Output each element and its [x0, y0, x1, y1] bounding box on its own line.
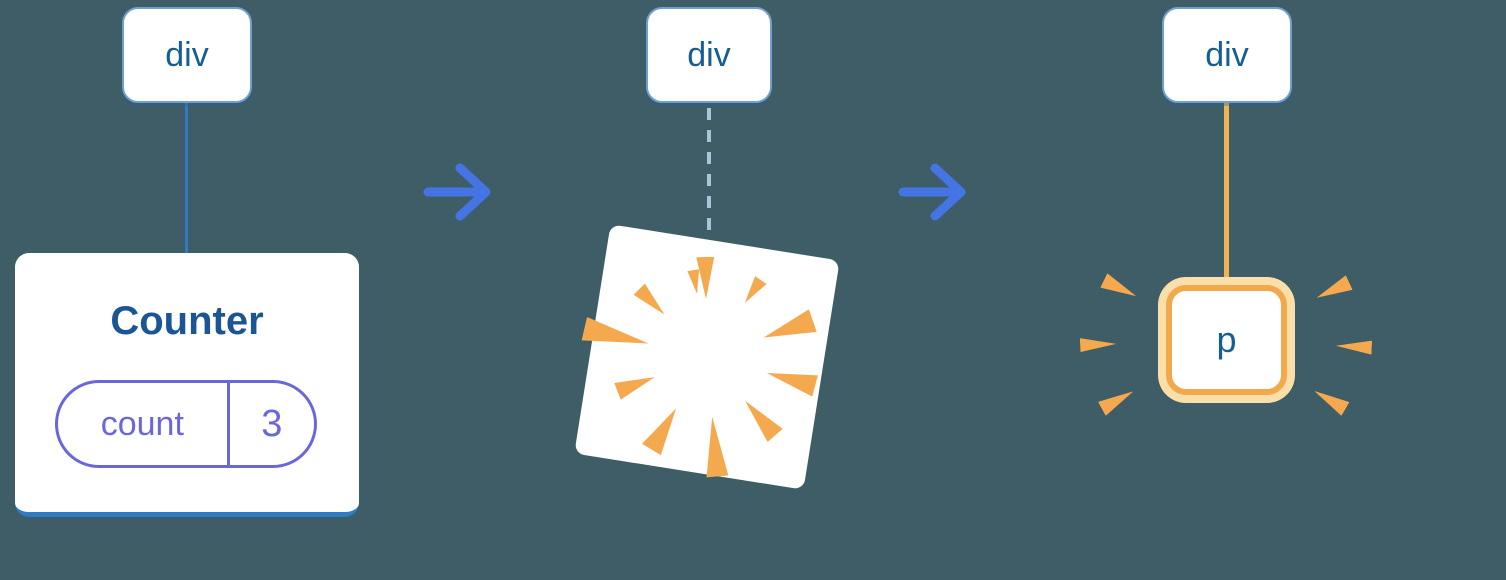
div-node-after: div [1162, 7, 1292, 103]
component-title: Counter [110, 299, 264, 343]
div-node-during: div [646, 7, 772, 103]
connector-div-to-p [1224, 100, 1229, 286]
div-node-label: div [687, 35, 731, 74]
connector-dashed-removed [707, 108, 711, 230]
state-value: 3 [261, 402, 283, 445]
state-pill: count 3 [55, 380, 317, 468]
div-node-before: div [122, 7, 252, 103]
counter-component-card: Counter count 3 [15, 253, 359, 517]
p-element-node: p [1166, 285, 1287, 395]
new-element-highlight-ring: p [1158, 277, 1295, 403]
state-key: count [58, 383, 230, 465]
right-arrow-icon [898, 163, 966, 221]
div-node-label: div [1205, 35, 1249, 74]
div-node-label: div [165, 35, 209, 74]
p-node-label: p [1216, 319, 1237, 360]
right-arrow-icon [423, 163, 491, 221]
connector-div-to-counter [185, 100, 188, 256]
